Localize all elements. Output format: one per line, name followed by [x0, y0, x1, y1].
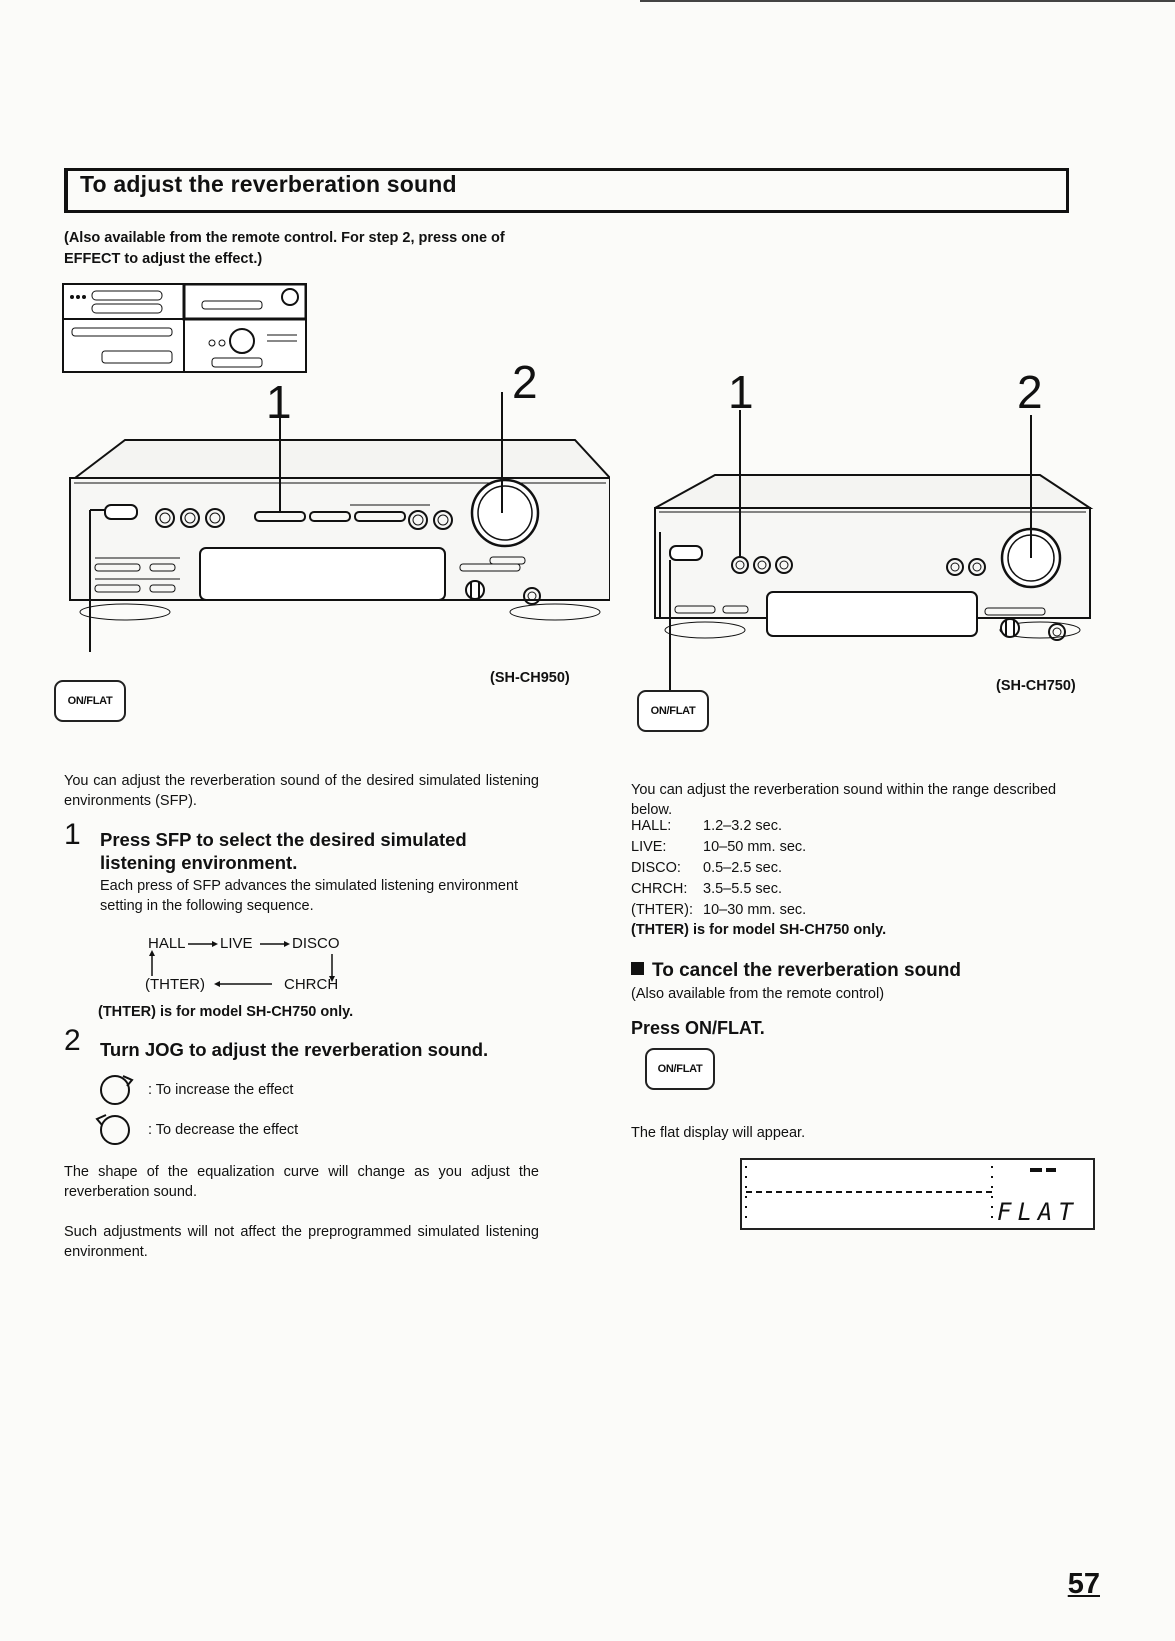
step-2-title: Turn JOG to adjust the reverberation sou…	[100, 1039, 489, 1060]
step-2-number: 2	[64, 1024, 81, 1057]
callout-1-left: 1	[266, 376, 292, 428]
equalization-paragraph: The shape of the equalization curve will…	[64, 1164, 539, 1200]
remote-note: (Also available from the remote control.…	[64, 230, 505, 267]
square-bullet-icon	[631, 962, 644, 975]
increase-effect-label: : To increase the effect	[148, 1082, 294, 1098]
flat-display-panel: FLAT	[740, 1158, 1095, 1230]
cancel-remote-note: (Also available from the remote control)	[631, 986, 885, 1002]
flat-display-message: The flat display will appear.	[631, 1125, 806, 1141]
rotate-counterclockwise-icon	[95, 1114, 130, 1145]
seq-thter: (THTER)	[145, 976, 205, 993]
seq-live: LIVE	[220, 935, 253, 952]
right-intro: You can adjust the reverberation sound w…	[631, 782, 1057, 818]
left-thter-note: (THTER) is for model SH-CH750 only.	[98, 1004, 354, 1020]
onflat-button-cancel: ON/FLAT	[645, 1048, 715, 1090]
callout-2-right: 2	[1017, 366, 1043, 418]
model-label-sh-ch950: (SH-CH950)	[490, 670, 570, 686]
step-1-title: Press SFP to select the desired simulate…	[100, 829, 467, 873]
callout-1-right: 1	[728, 366, 754, 418]
right-thter-note: (THTER) is for model SH-CH750 only.	[631, 922, 887, 938]
system-overview-illustration	[62, 283, 307, 373]
sfp-sequence-arrows	[149, 941, 335, 987]
section-header-box	[64, 168, 1069, 213]
range-row: (THTER):10–30 mm. sec.	[631, 902, 807, 918]
press-onflat-instruction: Press ON/FLAT.	[631, 1018, 765, 1038]
step-1-number: 1	[64, 818, 81, 851]
onflat-button-right: ON/FLAT	[637, 690, 709, 732]
display-segments	[745, 1166, 1056, 1222]
top-rule	[640, 0, 1175, 2]
left-intro: You can adjust the reverberation sound o…	[64, 773, 539, 809]
range-row: DISCO:0.5–2.5 sec.	[631, 860, 782, 876]
step-1-description: Each press of SFP advances the simulated…	[100, 878, 519, 914]
seq-hall: HALL	[148, 935, 186, 952]
sh-ch750-unit-illustration	[654, 410, 1094, 690]
range-row: HALL:1.2–3.2 sec.	[631, 818, 782, 834]
reverb-range-list: HALL:1.2–3.2 sec. LIVE:10–50 mm. sec. DI…	[631, 816, 806, 921]
range-row: LIVE:10–50 mm. sec.	[631, 839, 807, 855]
flat-display-text: FLAT	[997, 1198, 1079, 1226]
cancel-heading: To cancel the reverberation sound	[631, 960, 961, 982]
model-label-sh-ch750: (SH-CH750)	[996, 678, 1076, 694]
rotate-clockwise-icon	[100, 1075, 134, 1105]
onflat-button-left: ON/FLAT	[54, 680, 126, 722]
seq-chrch: CHRCH	[284, 976, 339, 993]
section-title: To adjust the reverberation sound	[80, 171, 457, 197]
seq-disco: DISCO	[292, 935, 340, 952]
callout-2-left: 2	[512, 356, 538, 408]
sh-ch950-unit-illustration	[69, 392, 610, 652]
page-number: 57	[1067, 1568, 1100, 1600]
decrease-effect-label: : To decrease the effect	[148, 1122, 299, 1138]
range-row: CHRCH:3.5–5.5 sec.	[631, 881, 782, 897]
preprogrammed-paragraph: Such adjustments will not affect the pre…	[64, 1224, 539, 1260]
